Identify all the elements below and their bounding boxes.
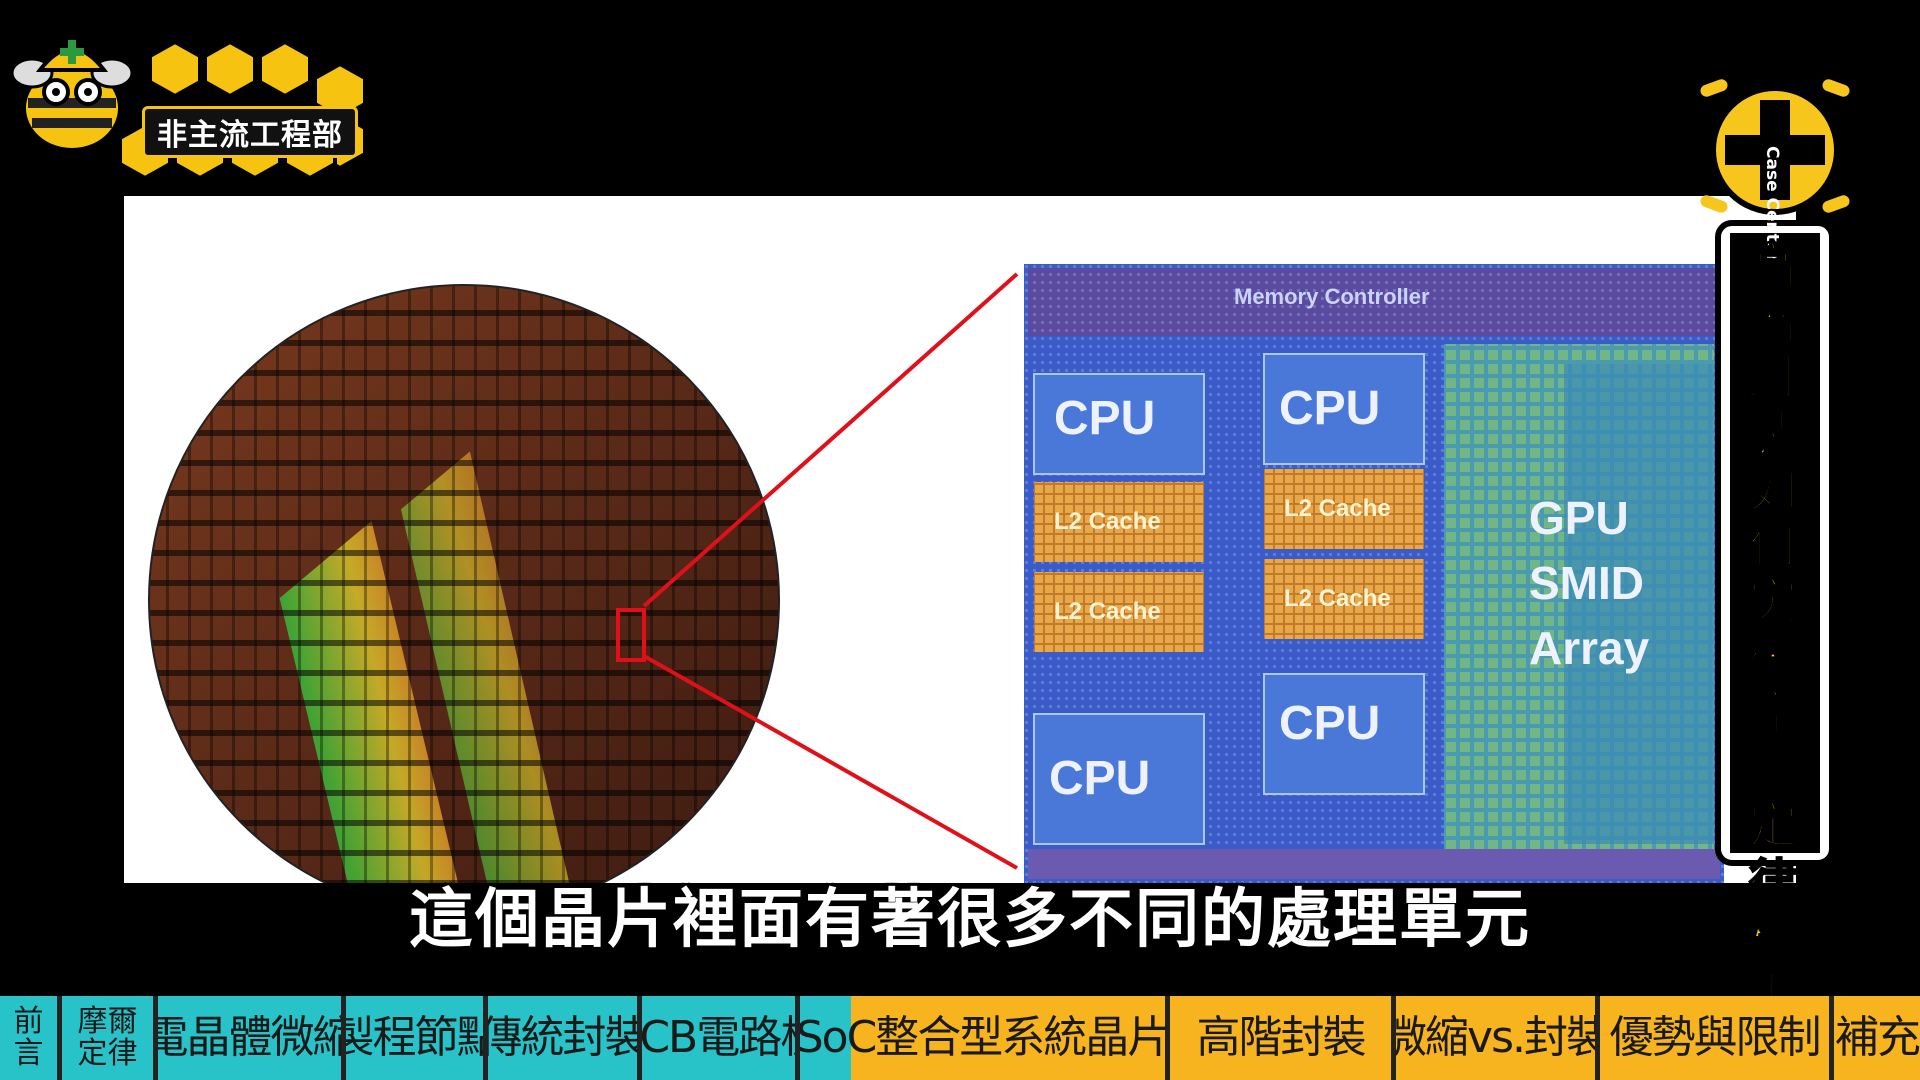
title-char: 何	[1748, 517, 1798, 575]
array-label: Array	[1529, 622, 1650, 674]
title-char: 階	[1748, 293, 1798, 351]
title-char: 律	[1748, 853, 1798, 911]
zoom-lines	[642, 272, 1019, 870]
channel-name: 非主流工程部	[142, 106, 358, 158]
chapter-pcb[interactable]: PCB電路板	[642, 996, 800, 1080]
video-topic-title: 高 階 封 裝 如 何 突 破 摩 爾 定 律 極 限	[1718, 237, 1828, 1023]
l2-cache-label: L2 Cache	[1054, 508, 1161, 535]
chapter-pros-and-limits[interactable]: 優勢與限制	[1600, 996, 1834, 1080]
memory-controller-label: Memory Controller	[1234, 284, 1430, 309]
chapter-moores-law[interactable]: 摩爾 定律	[62, 996, 158, 1080]
topic-badge	[1700, 78, 1850, 868]
chapter-label: 定律	[77, 1036, 138, 1071]
gpu-label: GPU	[1529, 492, 1629, 544]
chapter-transistor-scaling[interactable]: 電晶體微縮	[158, 996, 346, 1080]
chapter-supplement[interactable]: 補充	[1834, 996, 1920, 1080]
chapter-label: 微縮vs.封裝	[1396, 1012, 1600, 1063]
title-char: 裝	[1748, 405, 1798, 463]
title-char: 摩	[1748, 685, 1798, 743]
case-center-label: Case Center	[1762, 146, 1782, 262]
wafer-image	[148, 284, 780, 883]
title-char: 爾	[1748, 741, 1798, 799]
selected-die-marker	[616, 608, 646, 662]
chapter-label: 優勢與限制	[1609, 1012, 1822, 1063]
slide-image: Memory Controller CPU CPU CPU CPU L2 Cac…	[124, 196, 1796, 883]
chapter-traditional-packaging[interactable]: 傳統封裝	[488, 996, 642, 1080]
chapter-process-node[interactable]: 製程節點	[346, 996, 488, 1080]
chapter-intro[interactable]: 前 言	[0, 996, 62, 1080]
chapter-label: 傳統封裝	[488, 1012, 642, 1063]
title-char: 如	[1748, 461, 1798, 519]
l2-cache-label: L2 Cache	[1284, 495, 1391, 522]
l2-cache-label: L2 Cache	[1284, 585, 1391, 612]
chapter-soc[interactable]: SoC整合型系統晶片	[800, 996, 1170, 1080]
cpu-label: CPU	[1054, 392, 1155, 445]
title-char: 極	[1748, 909, 1798, 967]
subtitle-caption: 這個晶片裡面有著很多不同的處理單元	[409, 883, 1531, 957]
cpu-label: CPU	[1049, 752, 1150, 805]
chapter-label: SoC整合型系統晶片	[800, 1012, 1170, 1063]
smid-label: SMID	[1529, 557, 1644, 609]
title-char: 突	[1748, 573, 1798, 631]
l2-cache-label: L2 Cache	[1054, 598, 1161, 625]
cpu-label: CPU	[1279, 697, 1380, 750]
chapter-label: 言	[13, 1036, 44, 1071]
chapter-advanced-packaging[interactable]: 高階封裝	[1170, 996, 1396, 1080]
chapter-label: 摩爾	[77, 1004, 138, 1039]
title-char: 破	[1748, 629, 1798, 687]
title-char: 封	[1748, 349, 1798, 407]
chapter-label: 補充	[1835, 1012, 1920, 1063]
title-char: 高	[1748, 237, 1798, 295]
chapter-label: 高階封裝	[1196, 1012, 1367, 1063]
chapter-bar: 前 言 摩爾 定律 電晶體微縮 製程節點 傳統封裝 PCB電路板 SoC整合型系…	[0, 996, 1920, 1080]
die-shot: Memory Controller CPU CPU CPU CPU L2 Cac…	[1024, 264, 1724, 883]
channel-logo: 非主流工程部	[10, 18, 380, 208]
chapter-label: 製程節點	[346, 1012, 483, 1063]
cpu-label: CPU	[1279, 382, 1380, 435]
title-char: 定	[1748, 797, 1798, 855]
chapter-label: 電晶體微縮	[158, 1012, 346, 1063]
chapter-label: PCB電路板	[642, 1012, 795, 1063]
chapter-scaling-vs-packaging[interactable]: 微縮vs.封裝	[1396, 996, 1600, 1080]
chapter-label: 前	[13, 1004, 44, 1039]
